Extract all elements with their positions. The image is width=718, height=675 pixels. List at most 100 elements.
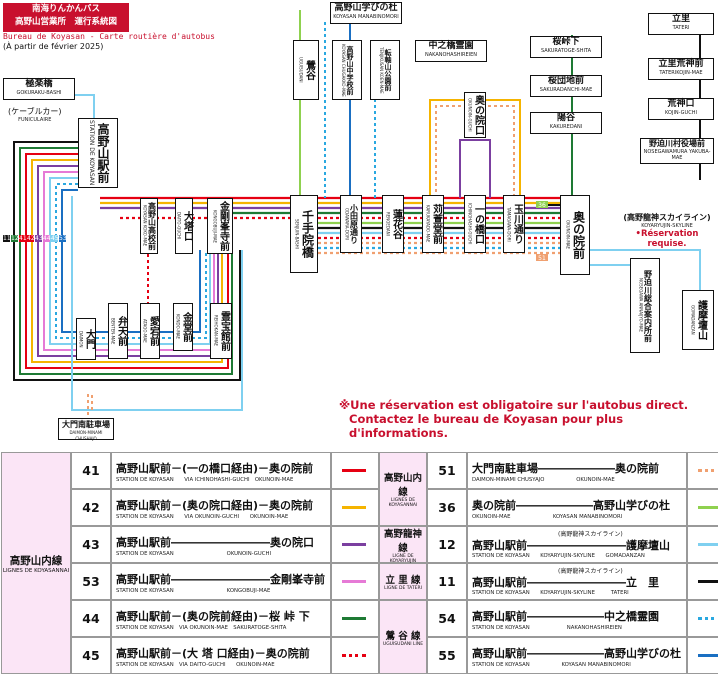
left-swatch [342,617,366,620]
right-route: 高野山駅前―――――――中之橋霊園 [472,610,659,623]
right-route: 高野山駅前―――――――高野山学びの杜 [472,647,681,660]
stop-sakuratoge: 桜峠下 SAKURATOGE-SHITA [530,36,602,58]
stop-nakanohashi: 中之橋霊園 NAKANOHASHIREIEN [415,40,487,62]
left-route: 高野山駅前―――――――――金剛峯寺前 [116,573,325,586]
right-swatch [698,543,718,546]
left-route-cell: 高野山駅前－(一の橋口経由)－奥の院前 STATION DE KOYASAN VI… [111,452,331,489]
reservation-required: •Réservation requise. [635,229,699,249]
right-num: 12 [427,526,467,563]
right-route-rom: DAIMON-MINAMI CHUSYAJO OKUNOIN-MAE [472,477,615,483]
mid-group-name: 鶯 谷 線 [385,630,421,642]
right-route: 高野山駅前―――――――――立 里 [472,576,659,589]
stop-gokurakubashi: 極楽橋 GOKURAKU-BASHI [3,78,75,100]
skyline-label: (高野龍神スカイライン) KOYARYUJIN-SKYLINE •Réserva… [616,212,718,249]
right-num: 54 [427,600,467,637]
left-num: 41 [71,452,111,489]
header-date: (À partir de février 2025) [3,42,104,51]
left-swatch [342,654,366,657]
left-route-rom: STATION DE KOYASAN VIA OKUNOIN-MAE SAKUR… [116,625,287,631]
left-route: 高野山駅前－(一の橋口経由)－奥の院前 [116,462,314,475]
header-subtitle: Bureau de Koyasan - Carte routière d'aut… [3,32,215,41]
left-route-cell: 高野山駅前－(奥の院口経由)－奥の院前 STATION DE KOYASAN VI… [111,489,331,526]
right-route: 奥の院前―――――――高野山学びの杜 [472,499,670,512]
left-swatch-cell [331,489,379,526]
right-swatch [698,580,718,583]
stop-gomadanzan: 護摩壇山 GOMADANZAN [682,290,714,350]
left-route: 高野山駅前－(大 塔 口経由)－奥の院前 [116,647,310,660]
right-swatch-cell [687,600,718,637]
right-route-rom: STATION DE KOYASAN KOYARYUJIN-SKYLINE GO… [472,553,645,559]
left-route: 高野山駅前－(奥の院口経由)－奥の院前 [116,499,314,512]
left-route-rom: STATION DE KOYASAN VIA ICHINOHASHI-GUCHI… [116,477,294,483]
right-swatch [698,654,718,657]
right-num: 36 [427,489,467,526]
stop-ichinohashi: 一の橋口 ICHINOHASHI-GUCHI [464,195,486,253]
left-route-rom: STATION DE KOYASAN OKUNOIN-GUCHI [116,551,272,557]
stop-okunoin-mae: 奥の院前 OKUNOIN-MAE [560,195,590,275]
header-badge: 南海りんかんバス 高野山営業所 運行系統図 [3,3,129,32]
right-num: 55 [427,637,467,674]
right-swatch-cell [687,563,718,600]
left-route-rom: STATION DE KOYASAN KONGOBUJI-MAE [116,588,271,594]
left-swatch [342,469,366,472]
mid-group-rom: LIGNES DE KOYASANNAI [388,498,418,508]
left-num: 43 [71,526,111,563]
left-num: 42 [71,489,111,526]
mid-group-rom: LIGNE DE TATERI [384,586,422,591]
left-route-rom: STATION DE KOYASAN VIA OKUNOIN-GUCHI OKU… [116,514,289,520]
left-group-cell: 高野山内線 LIGNES DE KOYASANNAI [1,452,71,674]
stop-reihokan: 霊宝館前 REIHOKAN-MAE [210,303,232,359]
funicular-label: (ケーブルカー) FUNICULAIRE [8,107,62,123]
stop-odawara: 小田原通り ODAWARA-DORI [340,195,362,253]
badge-51: 51 [538,255,546,262]
stop-nosegawa-info: 野迫川総合案内所前 NOSEGAWA ANNAIJYO-MAE [630,258,660,353]
right-swatch [698,506,718,509]
left-swatch-cell [331,526,379,563]
left-route-cell: 高野山駅前－(奥の院前経由)－桜 峠 下 STATION DE KOYASAN V… [111,600,331,637]
stop-tateri: 立里 TATERI [648,13,714,35]
tag-41: 41 [19,235,27,242]
tag-45: 45 [51,235,59,242]
right-swatch-cell [687,452,718,489]
header-line2: 高野山営業所 運行系統図 [14,17,117,27]
left-num: 44 [71,600,111,637]
left-num: 53 [71,563,111,600]
left-swatch [342,506,366,509]
map-line-number-tags: 11 12 41 42 43 44 45 53 [3,235,67,242]
stop-manabinomori: 高野山学びの杜 KOYASAN MANABINOMORI [330,2,402,24]
stop-kongobuji: 金剛峯寺前 KONGOBUJI-MAE [207,198,233,254]
stop-tenjiku: 転軸山公園前 TENJIKUSAN KOEN-MAE [370,40,400,100]
mid-group-name: 立 里 線 [385,575,421,586]
stop-daimon: 大門 DAIMON [76,318,96,360]
right-route-rom: STATION DE KOYASAN KOYASAN MANABINOMORI [472,662,631,668]
stop-karukaya: 苅萱堂前 KARUKAYADO-MAE [422,195,444,253]
stop-okunoin-guchi: 奥の院口 OKUNOIN-GUCHI [464,92,486,138]
stop-kondo: 金堂前 KONDO-MAE [173,303,193,351]
right-num: 11 [427,563,467,600]
tag-42: 42 [27,235,35,242]
stop-rengedani: 蓮花谷 RENGEDANI [382,195,404,253]
right-swatch [698,469,718,472]
stop-sakuradanchi: 桜団地前 SAKURADANCHI-MAE [530,75,602,97]
right-num: 51 [427,452,467,489]
right-route-cell: 高野山駅前―――――――高野山学びの杜 STATION DE KOYASAN KO… [467,637,687,674]
stop-koyasan-station: 高野山駅前 STATION DE KOYASAN [78,118,118,188]
left-route-cell: 高野山駅前―――――――――金剛峯寺前 STATION DE KOYASAN KO… [111,563,331,600]
tag-44: 44 [43,235,51,242]
stop-kojin-guchi: 荒神口 KOJIN-GUCHI [648,98,714,120]
stop-benten: 弁天前 BENTEN-MAE [108,303,128,359]
tag-11: 11 [3,235,11,242]
stop-daito: 大塔口 DAITO-GUCHI [175,198,193,254]
left-route: 高野山駅前－(奥の院前経由)－桜 峠 下 [116,610,310,623]
stop-nosegawa: 野迫川村役場前 NOSEGAWAMURA YAKUBA-MAE [640,138,714,164]
